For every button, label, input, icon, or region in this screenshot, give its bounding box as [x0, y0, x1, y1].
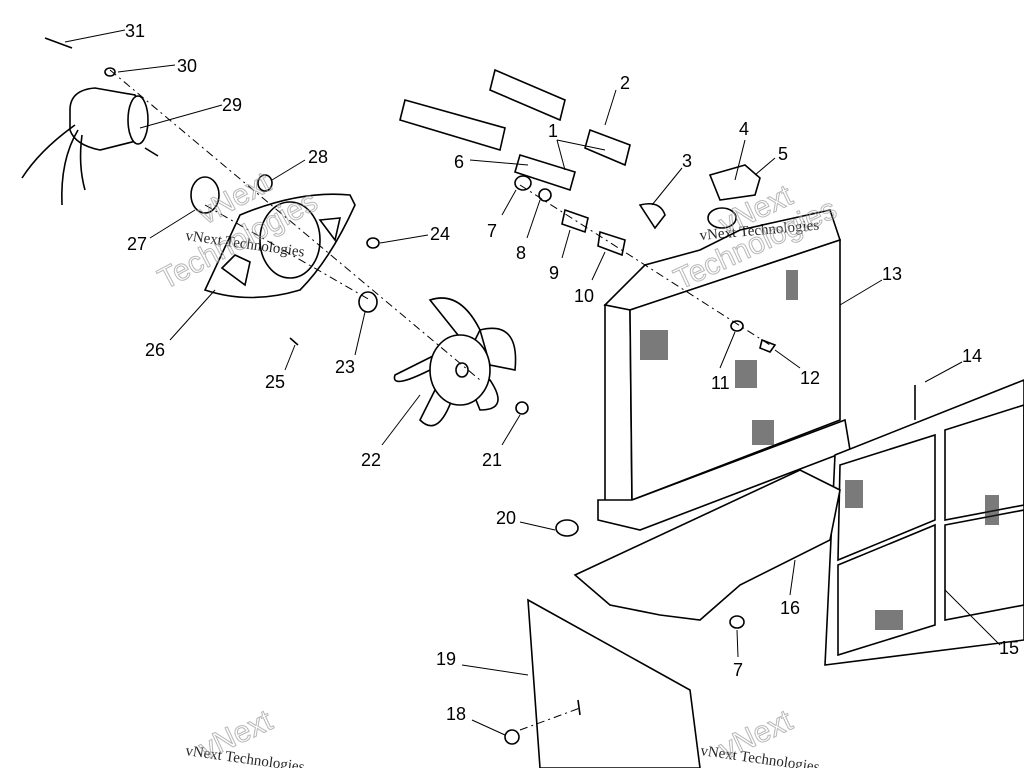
hose-upper	[489, 68, 566, 122]
bushing-23	[358, 291, 378, 313]
callout-3: 3	[682, 151, 692, 171]
callout-11: 11	[711, 373, 730, 393]
callout-26: 26	[145, 340, 165, 360]
radiator	[597, 209, 851, 531]
callout-4: 4	[739, 119, 749, 139]
callout-25: 25	[265, 372, 285, 392]
callout-23: 23	[335, 357, 355, 377]
callout-24: 24	[430, 224, 450, 244]
cooling-fan	[393, 297, 517, 427]
callout-18: 18	[446, 704, 466, 724]
hose-lower	[399, 99, 506, 152]
callout-8: 8	[516, 243, 526, 263]
leader-lines	[64, 29, 1001, 736]
callout-28: 28	[308, 147, 328, 167]
callout-30: 30	[177, 56, 197, 76]
callout-29: 29	[222, 95, 242, 115]
callout-22: 22	[361, 450, 381, 470]
mounting-plate	[203, 193, 356, 299]
callout-7b: 7	[733, 660, 743, 680]
callout-numbers: 31 30 29 28 27 26 25 24 23 22 21 2 1 6 3…	[125, 21, 1019, 724]
callout-15: 15	[999, 638, 1019, 658]
callout-2: 2	[620, 73, 630, 93]
grommet-20	[555, 519, 579, 537]
callout-20: 20	[496, 508, 516, 528]
callout-27: 27	[127, 234, 147, 254]
callout-12: 12	[800, 368, 820, 388]
gasket	[708, 164, 761, 201]
bracket	[573, 469, 841, 621]
callout-31: 31	[125, 21, 145, 41]
callout-21: 21	[482, 450, 502, 470]
spacer-27	[190, 176, 220, 214]
bushing-28	[257, 174, 273, 192]
callout-13: 13	[882, 264, 902, 284]
callout-16: 16	[780, 598, 800, 618]
radiator-cap	[707, 207, 737, 229]
callout-1: 1	[548, 121, 558, 141]
nut-21	[515, 401, 529, 415]
nut-24	[366, 237, 380, 249]
callout-7: 7	[487, 221, 497, 241]
callout-6: 6	[454, 152, 464, 172]
callout-9: 9	[549, 263, 559, 283]
callout-14: 14	[962, 346, 982, 366]
screen-panel	[824, 379, 1024, 666]
callout-10: 10	[574, 286, 594, 306]
fan-motor	[21, 37, 159, 206]
side-panel	[527, 598, 701, 768]
callout-19: 19	[436, 649, 456, 669]
callout-5: 5	[778, 144, 788, 164]
